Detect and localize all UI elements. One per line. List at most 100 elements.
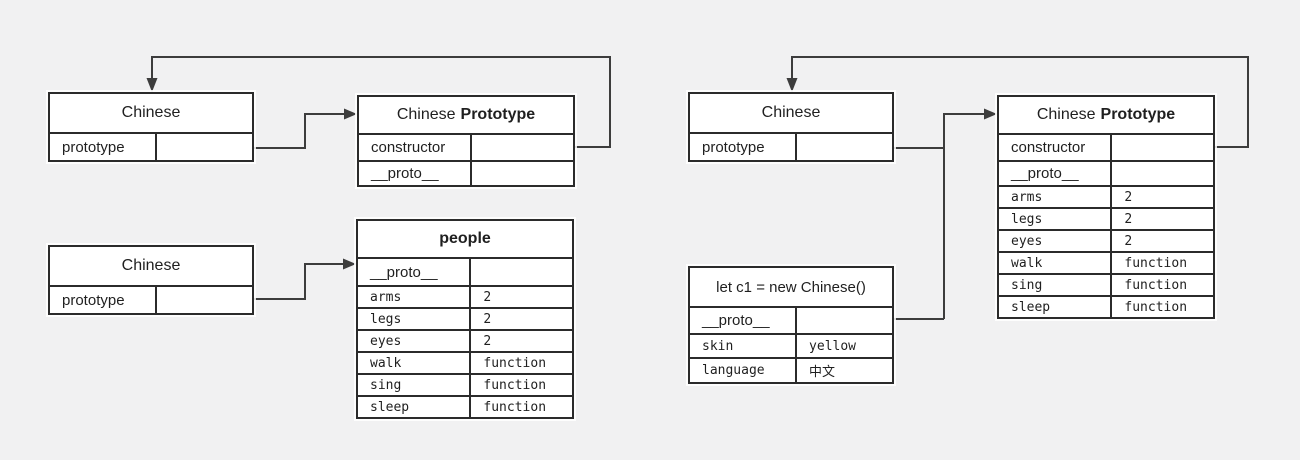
row-language: language 中文 xyxy=(690,357,892,382)
cell-value: function xyxy=(483,377,547,393)
box-instance-c1: let c1 = new Chinese() __proto__ skin ye… xyxy=(688,266,894,384)
instance-and-prototype-junction-connector xyxy=(894,113,984,320)
box-title-bold-text: Prototype xyxy=(1100,106,1176,123)
row-legs: legs 2 xyxy=(999,207,1213,229)
box-chinese-constructor-left-bottom: Chinese prototype xyxy=(48,245,254,315)
cell-key: eyes xyxy=(999,231,1113,251)
box-title: Chinese xyxy=(50,247,252,285)
cell-key: __proto__ xyxy=(690,308,798,333)
cell-key: walk xyxy=(999,253,1113,273)
row-sleep: sleep function xyxy=(999,295,1213,317)
cell-value: function xyxy=(1124,277,1188,293)
box-chinese-constructor-left-top: Chinese prototype xyxy=(48,92,254,162)
cell-key: walk xyxy=(358,353,472,373)
box-title-text: Chinese xyxy=(396,106,456,123)
row-legs: legs 2 xyxy=(358,307,572,329)
cell-key: legs xyxy=(358,309,472,329)
cell-value xyxy=(157,287,252,313)
loop-connector-left xyxy=(151,56,611,148)
cell-key: sleep xyxy=(999,297,1113,317)
cell-key: __proto__ xyxy=(359,162,473,185)
row-eyes: eyes 2 xyxy=(358,329,572,351)
cell-value: 2 xyxy=(1124,233,1133,249)
cell-key: sing xyxy=(358,375,472,395)
box-title-text: Chinese xyxy=(121,104,181,121)
cell-key: prototype xyxy=(50,134,158,160)
row-arms: arms 2 xyxy=(358,285,572,307)
box-title-bold-text: Prototype xyxy=(460,106,536,123)
box-chinese-constructor-right: Chinese prototype xyxy=(688,92,894,162)
cell-key: prototype xyxy=(690,134,798,160)
box-title-text: let c1 = new Chinese() xyxy=(716,278,866,296)
row-proto: __proto__ xyxy=(359,160,573,185)
cell-value xyxy=(797,134,892,160)
arrowhead-down-left-icon xyxy=(146,78,158,92)
cell-key: sing xyxy=(999,275,1113,295)
box-people: people __proto__ arms 2 legs 2 eyes 2 wa… xyxy=(356,219,574,419)
cell-key: arms xyxy=(999,187,1113,207)
cell-value: function xyxy=(483,399,547,415)
cell-key: prototype xyxy=(50,287,158,313)
cell-key: __proto__ xyxy=(999,162,1113,185)
arrowhead-right-people-icon xyxy=(343,258,356,270)
row-skin: skin yellow xyxy=(690,333,892,357)
cell-value xyxy=(471,259,572,285)
loop-connector-right xyxy=(791,56,1249,148)
cell-value xyxy=(157,134,252,160)
cell-key: legs xyxy=(999,209,1113,229)
cell-value: 2 xyxy=(1124,211,1133,227)
cell-value xyxy=(1112,135,1213,160)
prototype-to-prototype-connector-left xyxy=(254,113,344,149)
box-title-text: Chinese xyxy=(1036,106,1096,123)
cell-value xyxy=(472,162,573,185)
box-title-text: Chinese xyxy=(761,104,821,121)
row-sing: sing function xyxy=(358,373,572,395)
row-sleep: sleep function xyxy=(358,395,572,417)
cell-key: sleep xyxy=(358,397,472,417)
cell-value: 2 xyxy=(483,289,492,305)
cell-key: eyes xyxy=(358,331,472,351)
row-prototype: prototype xyxy=(50,285,252,313)
box-title-text: people xyxy=(439,230,491,247)
row-constructor: constructor xyxy=(999,133,1213,160)
cell-key: __proto__ xyxy=(358,259,472,285)
cell-value: function xyxy=(483,355,547,371)
box-title-text: Chinese xyxy=(121,257,181,274)
box-title: Chinese xyxy=(690,94,892,132)
arrowhead-down-right-icon xyxy=(786,78,798,92)
cell-value xyxy=(797,308,892,333)
cell-value: 2 xyxy=(483,333,492,349)
cell-value xyxy=(1112,162,1213,185)
row-walk: walk function xyxy=(358,351,572,373)
box-title: let c1 = new Chinese() xyxy=(690,268,892,306)
cell-key: constructor xyxy=(359,135,473,160)
row-eyes: eyes 2 xyxy=(999,229,1213,251)
cell-value: function xyxy=(1124,255,1188,271)
row-constructor: constructor xyxy=(359,133,573,160)
box-title: people xyxy=(358,221,572,257)
arrowhead-right-prototype-right-icon xyxy=(984,108,997,120)
box-title: Chinese xyxy=(50,94,252,132)
cell-value: function xyxy=(1124,299,1188,315)
row-proto: __proto__ xyxy=(690,306,892,333)
cell-key: constructor xyxy=(999,135,1113,160)
row-proto: __proto__ xyxy=(999,160,1213,185)
row-prototype: prototype xyxy=(690,132,892,160)
row-proto: __proto__ xyxy=(358,257,572,285)
cell-value: yellow xyxy=(809,338,857,354)
cell-value xyxy=(472,135,573,160)
row-prototype: prototype xyxy=(50,132,252,160)
cell-key: arms xyxy=(358,287,472,307)
row-arms: arms 2 xyxy=(999,185,1213,207)
arrowhead-right-prototype-left-icon xyxy=(344,108,357,120)
cell-value: 2 xyxy=(483,311,492,327)
prototype-to-people-connector xyxy=(254,263,343,300)
cell-key: skin xyxy=(690,335,798,357)
cell-value: 2 xyxy=(1124,189,1133,205)
